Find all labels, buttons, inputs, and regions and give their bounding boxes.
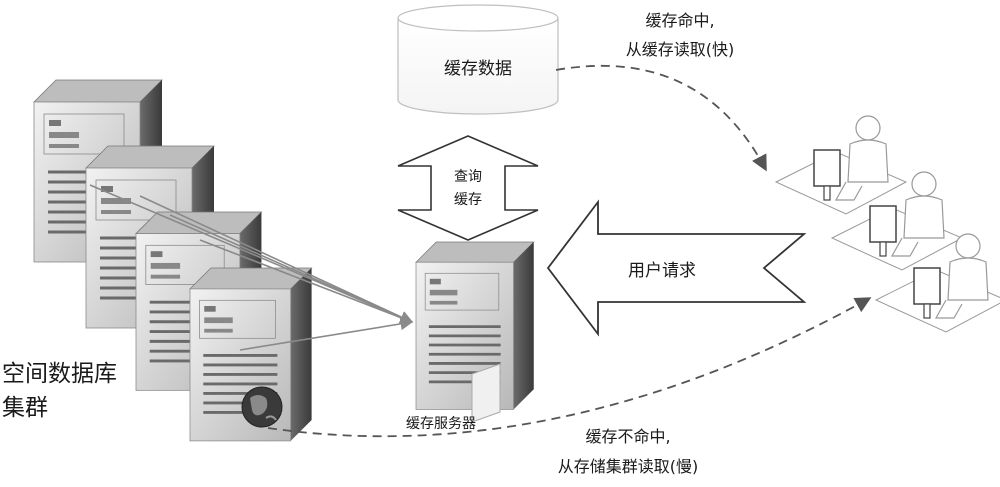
- cache-server-label: 缓存服务器: [406, 416, 476, 432]
- cache-server: 缓存服务器: [406, 240, 536, 432]
- cache-hit-label-line1: 缓存命中,: [645, 11, 714, 30]
- cache-miss-flow: [267, 297, 872, 438]
- query-cache-arrow: 查询 缓存: [397, 135, 539, 241]
- cache-data-store: 缓存数据: [397, 4, 559, 115]
- db-cluster-label-line2: 集群: [2, 395, 48, 421]
- cache-miss-label-line1: 缓存不命中,: [585, 427, 670, 446]
- query-cache-label-line1: 查询: [454, 169, 482, 185]
- cluster-to-server-links: [89, 184, 414, 351]
- user-group: [775, 115, 1000, 333]
- user-request-arrow: 用户请求: [546, 199, 807, 337]
- db-cluster-label-line1: 空间数据库: [2, 361, 117, 387]
- database-cluster: [32, 78, 314, 443]
- globe-icon: [241, 386, 283, 428]
- user-at-computer-icon: [775, 115, 907, 215]
- database-cylinder-icon: [397, 4, 559, 115]
- cache-miss-label-line2: 从存储集群读取(慢): [558, 457, 699, 476]
- query-cache-label-line2: 缓存: [454, 192, 482, 208]
- user-request-label: 用户请求: [628, 261, 696, 281]
- cache-data-label: 缓存数据: [444, 59, 512, 79]
- cache-hit-label-line2: 从缓存读取(快): [626, 40, 735, 59]
- cache-hit-flow: [555, 64, 767, 172]
